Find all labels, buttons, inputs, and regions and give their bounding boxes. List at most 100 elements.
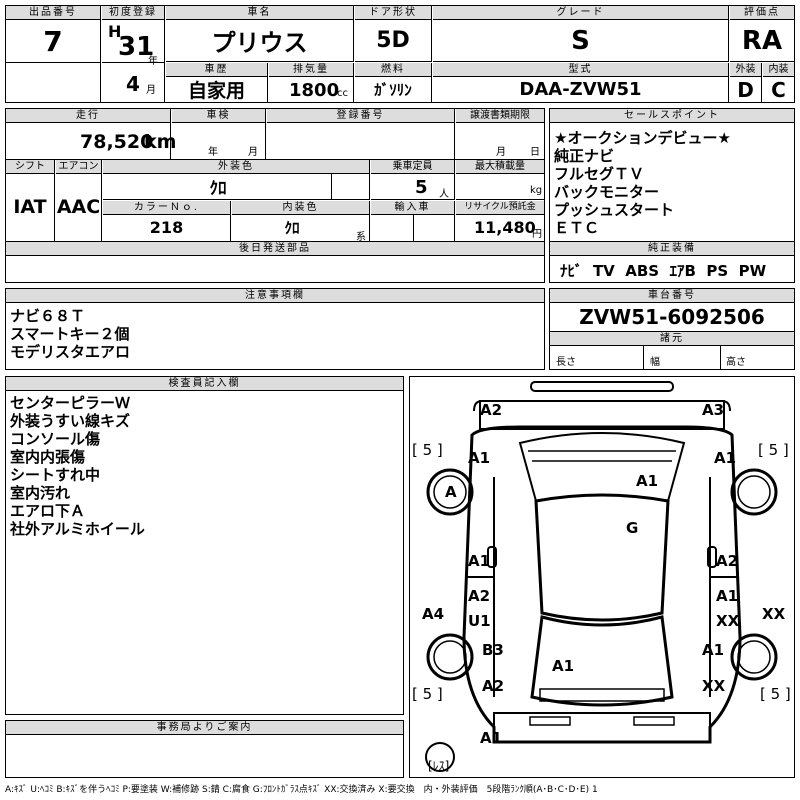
ac-label: エアコン <box>56 160 101 174</box>
width-label: 幅 <box>650 357 660 368</box>
caution-item: スマートキー２個 <box>10 325 130 343</box>
sales-points-list: ★オークションデビュー★ 純正ナビ フルセグＴＶ バックモニター プッシュスター… <box>554 129 731 237</box>
mark-door-rr-top: A1 <box>716 587 739 605</box>
recycle-value: 11,480 <box>474 218 536 237</box>
spec-label: 諸元 <box>550 332 794 346</box>
recycle-label: リサイクル預託金 <box>456 201 544 215</box>
transfer-label: 譲渡書類期限 <box>456 109 544 123</box>
mark-fender-fl: A1 <box>468 449 491 467</box>
later-parts-label: 後日発送部品 <box>6 242 544 256</box>
reg-year: 31 <box>118 32 155 62</box>
mark-wheel-fl: A <box>445 483 457 501</box>
equipment-label: 純正装備 <box>550 242 794 256</box>
ext-grade-cell: 外装 D <box>730 63 762 102</box>
recycle-unit: 円 <box>532 229 542 240</box>
mark-rear-left: A2 <box>482 677 505 695</box>
door-label: ドア形状 <box>355 6 431 20</box>
inspector-box: 検査員記入欄 センターピラーＷ 外装うすい線キズ コンソール傷 室内内張傷 シー… <box>5 376 404 715</box>
tire-fr-label: [ 5 ] <box>758 441 789 459</box>
inspection-month-unit: 月 <box>248 147 258 158</box>
transfer-day-unit: 日 <box>530 147 540 158</box>
height-label: 高さ <box>726 357 746 368</box>
mark-side-left: A4 <box>422 605 445 623</box>
sales-point: バックモニター <box>554 183 660 201</box>
history-value: 自家用 <box>187 80 245 102</box>
legend-text: A:ｷｽﾞ U:ﾍｺﾐ B:ｷｽﾞを伴うﾍｺﾐ P:要塗装 W:補修跡 S:錆 … <box>5 785 598 795</box>
ext-color-label: 外装色 <box>103 160 369 174</box>
vehicle-details-table: 走行 78,520 km 車検 年 月 登録番号 譲渡書類期限 月 日 シフト … <box>5 108 545 283</box>
chassis-label: 車台番号 <box>550 289 794 303</box>
mark-front-bumper-left: A2 <box>480 401 503 419</box>
month-unit: 月 <box>146 85 156 96</box>
model-label: 型式 <box>433 63 728 77</box>
damage-diagram: [ 5 ] [ 5 ] [ 5 ] [ 5 ] [ﾚｽ] A2 A3 A1 A1… <box>409 376 795 778</box>
office-box: 事務局よりご案内 <box>5 720 404 778</box>
inspection-label: 車検 <box>172 109 265 123</box>
int-grade-value: C <box>771 77 786 102</box>
sales-point: ＥＴＣ <box>554 219 600 237</box>
chassis-box: 車台番号 ZVW51-6092506 諸元 長さ 幅 高さ <box>549 288 795 370</box>
import-label: 輸入車 <box>371 201 454 215</box>
inspector-item: シートすれ中 <box>10 466 101 484</box>
chassis-number: ZVW51-6092506 <box>579 305 765 329</box>
length-label: 長さ <box>556 357 576 368</box>
mark-quarter-rr: A1 <box>702 641 725 659</box>
displacement-value: 1800 <box>289 80 340 101</box>
mark-door-fr: A2 <box>716 552 739 570</box>
displacement-label: 排気量 <box>269 63 353 77</box>
car-name: プリウス <box>211 29 308 57</box>
int-color-label: 内装色 <box>232 201 369 215</box>
lot-label: 出品番号 <box>6 6 100 20</box>
ext-color-value: ｸﾛ <box>209 179 227 199</box>
ext-grade-label: 外装 <box>730 63 761 77</box>
reg-no-label: 登録番号 <box>267 109 454 123</box>
caution-box: 注意事項欄 ナビ６８Ｔ スマートキー２個 モデリスタエアロ <box>5 288 545 370</box>
int-color-unit: 系 <box>356 232 366 243</box>
mark-quarter-rl: B3 <box>482 641 504 659</box>
top-info-table: 出品番号 7 初度登録 H 31 年 4 月 車名 プリウス ドア形状 5D グ… <box>5 5 795 103</box>
grade-value: S <box>571 25 590 56</box>
mark-rear-right: XX <box>702 677 726 695</box>
max-load-label: 最大積載量 <box>456 160 544 174</box>
mileage-unit: km <box>144 131 177 153</box>
ext-grade-value: D <box>737 77 754 102</box>
mark-door-rl-bottom: U1 <box>468 612 491 630</box>
mark-rear-bumper: A1 <box>480 729 503 747</box>
caution-label: 注意事項欄 <box>6 289 544 303</box>
capacity-value: 5 <box>415 177 428 198</box>
transfer-month-unit: 月 <box>496 147 506 158</box>
ac-value: AAC <box>56 196 101 218</box>
car-name-cell: 車名 プリウス <box>166 6 354 62</box>
fuel-cell: 燃料 ｶﾞｿﾘﾝ <box>355 63 432 102</box>
capacity-unit: 人 <box>439 189 449 200</box>
inspector-item: 室内汚れ <box>10 484 71 502</box>
inspector-item: 社外アルミホイール <box>10 520 145 538</box>
mileage-label: 走行 <box>6 109 170 123</box>
score-value: RA <box>741 25 783 56</box>
inspector-item: センターピラーＷ <box>10 394 131 412</box>
spare-label: [ﾚｽ] <box>428 759 450 773</box>
lot-value: 7 <box>43 24 63 58</box>
fuel-value: ｶﾞｿﾘﾝ <box>374 81 412 99</box>
displacement-unit: cc <box>337 88 348 99</box>
sales-point: プッシュスタート <box>554 201 675 219</box>
first-reg-cell: 初度登録 H 31 年 4 月 <box>102 6 165 102</box>
int-color-value: ｸﾛ <box>284 219 300 237</box>
int-grade-cell: 内装 C <box>763 63 794 102</box>
door-cell: ドア形状 5D <box>355 6 432 62</box>
max-load-unit: kg <box>530 185 543 196</box>
inspector-item: エアロ下Ａ <box>10 502 86 520</box>
score-label: 評価点 <box>730 6 794 20</box>
caution-item: ナビ６８Ｔ <box>10 307 86 325</box>
history-label: 車歴 <box>166 63 267 77</box>
car-outline <box>425 381 778 772</box>
inspector-label: 検査員記入欄 <box>6 377 403 391</box>
year-unit: 年 <box>148 56 158 67</box>
caution-item: モデリスタエアロ <box>10 343 131 361</box>
mark-fender-fr: A1 <box>714 449 737 467</box>
inspector-item: 外装うすい線キズ <box>10 412 131 430</box>
mark-door-fl: A1 <box>468 552 491 570</box>
tire-rl-label: [ 5 ] <box>412 685 443 703</box>
mileage-value: 78,520 <box>80 131 154 153</box>
model-value: DAA-ZVW51 <box>519 79 642 100</box>
